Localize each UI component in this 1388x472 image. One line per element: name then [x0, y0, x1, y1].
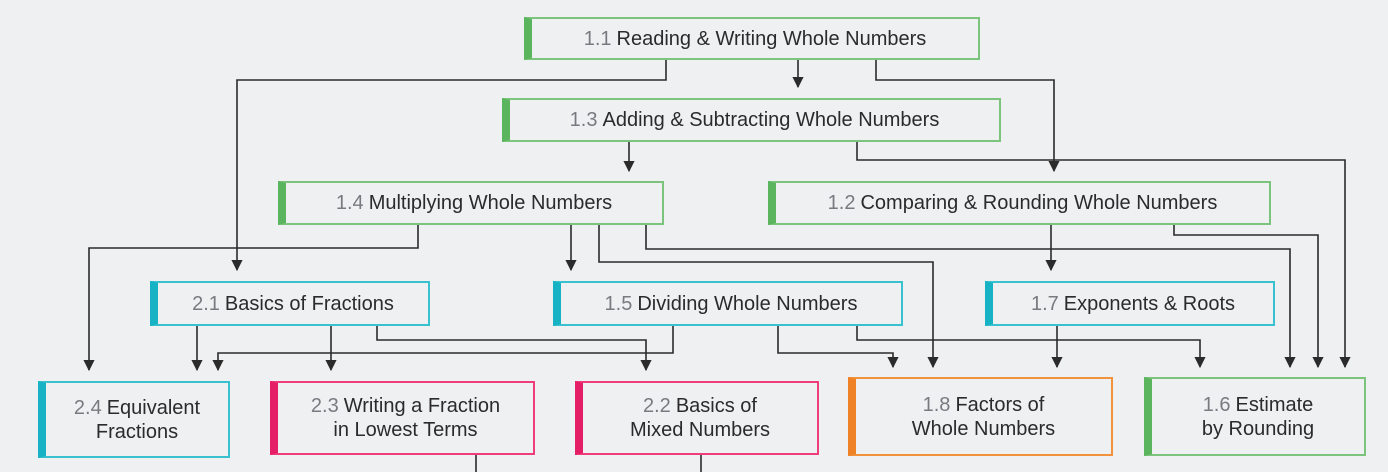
node-title: Adding & Subtracting Whole Numbers	[602, 109, 940, 131]
arrow-n15-to-n18	[777, 326, 899, 369]
node-title-line1: Factors of	[955, 393, 1045, 416]
node-number: 2.1	[192, 292, 220, 315]
node-number: 1.3	[569, 109, 598, 131]
node-number: 1.1	[583, 27, 612, 50]
node-title: Multiplying Whole Numbers	[368, 192, 613, 214]
arrow-n13-to-n16	[856, 142, 1351, 369]
arrow-n11-to-n12	[875, 60, 1060, 173]
node-title: Reading & Writing Whole Numbers	[616, 27, 927, 50]
arrow-n14-to-n18	[598, 225, 939, 369]
arrow-n15-to-n24	[212, 326, 674, 372]
node-title-line2: Whole Numbers	[911, 417, 1056, 440]
node-title-line1: Estimate	[1235, 393, 1314, 416]
arrow-n14-to-n16	[645, 225, 1296, 369]
node-number: 2.2	[643, 395, 671, 417]
node-title: Dividing Whole Numbers	[637, 292, 858, 315]
node-title-line2: Fractions	[95, 420, 179, 443]
node-number: 1.4	[335, 192, 364, 214]
arrow-n11-to-n21	[231, 60, 667, 272]
node-title-line1: Equivalent	[106, 396, 201, 419]
arrow-n14-to-n24	[83, 225, 419, 372]
node-number: 1.6	[1202, 393, 1231, 416]
node-number: 2.4	[73, 396, 102, 419]
node-title-line1: Basics of	[675, 395, 757, 417]
arrow-n21-to-n22	[376, 326, 652, 372]
node-title: Comparing & Rounding Whole Numbers	[860, 192, 1218, 214]
node-number: 1.7	[1030, 292, 1059, 315]
node-title-line2: Mixed Numbers	[629, 419, 771, 441]
node-title-line2: in Lowest Terms	[333, 419, 478, 441]
node-title: Exponents & Roots	[1063, 292, 1236, 315]
arrow-n15-to-n16	[856, 326, 1206, 369]
arrow-n12-to-n16	[1173, 225, 1324, 369]
node-number: 2.3	[310, 395, 339, 417]
node-title-line1: Writing a Fraction	[343, 395, 501, 417]
node-number: 1.2	[827, 192, 856, 214]
node-number: 1.5	[604, 292, 633, 315]
node-title: Basics of Fractions	[224, 292, 394, 315]
node-title-line2: by Rounding	[1201, 417, 1315, 440]
node-number: 1.8	[922, 393, 951, 416]
